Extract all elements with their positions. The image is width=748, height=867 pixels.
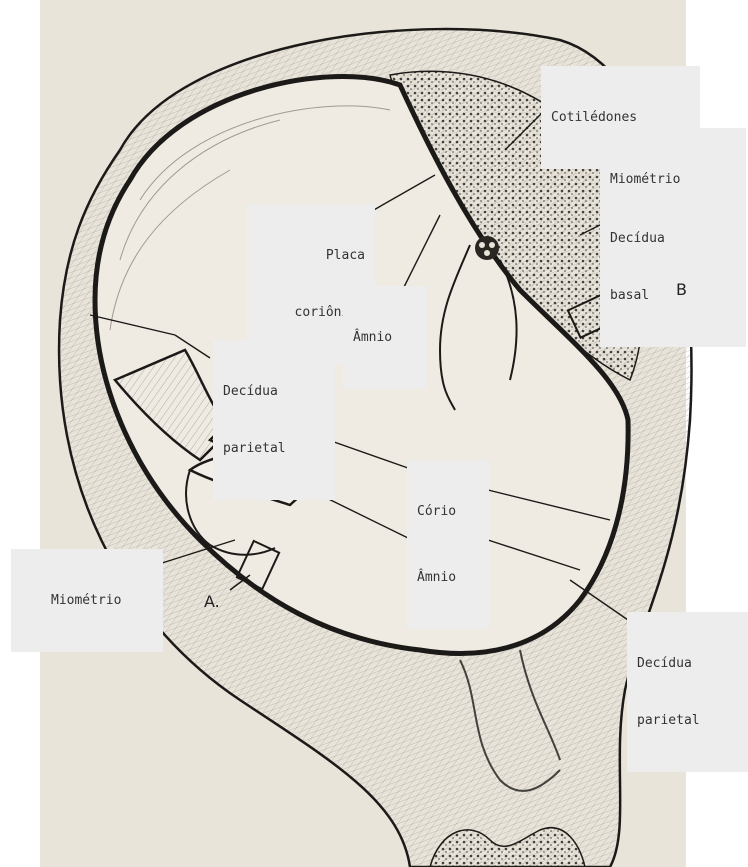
label-decidua-basal: Decídua basal [600,187,746,347]
cord-insertion [475,236,499,260]
label-decidua-parietal-right: Decídua parietal [627,612,748,772]
label-decidua-parietal-left: Decídua parietal [213,340,335,500]
marker-a: A. [204,592,220,611]
marker-b: B [676,280,687,299]
label-amnio-mid: Âmnio [407,526,489,629]
label-amnio-top: Âmnio [343,286,427,389]
label-miometrio-left: Miométrio [11,549,163,652]
